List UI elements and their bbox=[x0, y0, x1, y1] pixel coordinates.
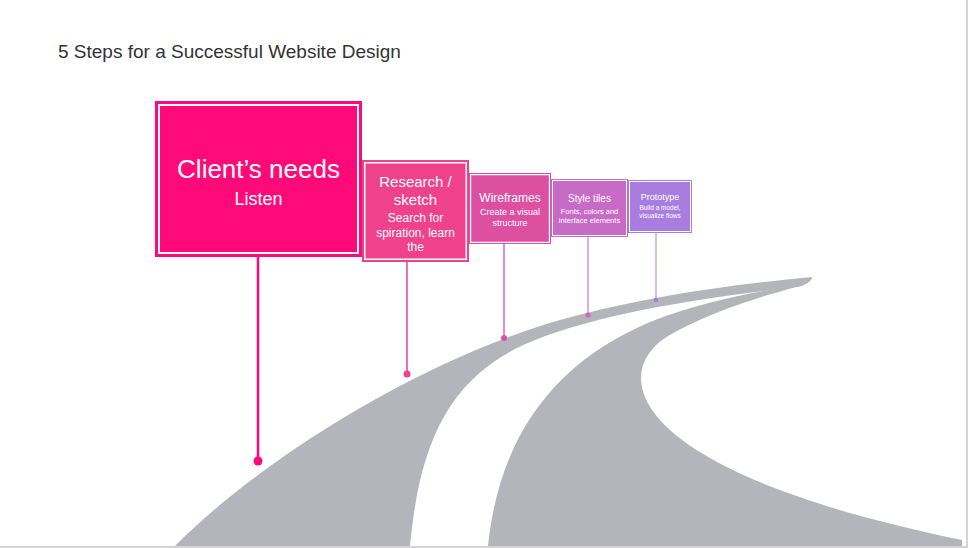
step-heading: Research / sketch bbox=[368, 173, 463, 209]
post-dot bbox=[501, 335, 507, 341]
step-description: Listen bbox=[162, 189, 355, 211]
step-heading: Prototype bbox=[633, 192, 687, 203]
post-dot bbox=[654, 298, 659, 303]
step-sign: WireframesCreate a visual structure bbox=[469, 173, 551, 244]
sign-post bbox=[587, 236, 588, 315]
sign-post bbox=[503, 243, 504, 338]
post-dot bbox=[404, 371, 411, 378]
sign-post bbox=[257, 256, 260, 461]
step-sign: Style tilesFonts, colors and interface e… bbox=[551, 179, 628, 237]
step-heading: Wireframes bbox=[474, 191, 546, 205]
step-description: Create a visual structure bbox=[474, 207, 546, 229]
sign-post bbox=[406, 252, 408, 374]
road-right-lane bbox=[488, 284, 962, 546]
step-description: Build a model, visualize flows bbox=[633, 204, 687, 220]
step-heading: Style tiles bbox=[556, 193, 623, 205]
step-heading: Client’s needs bbox=[162, 154, 355, 185]
diagram-title: 5 Steps for a Successful Website Design bbox=[58, 41, 401, 63]
step-sign: PrototypeBuild a model, visualize flows bbox=[628, 180, 692, 233]
sign-posts bbox=[254, 232, 659, 466]
step-description: Fonts, colors and interface elements bbox=[556, 207, 623, 225]
post-dot bbox=[254, 457, 263, 466]
step-description: Search for spiration, learn the bbox=[368, 211, 463, 254]
step-sign: Client’s needsListen bbox=[155, 101, 362, 257]
sign-post bbox=[656, 232, 657, 300]
post-dot bbox=[585, 312, 590, 317]
step-sign: Research / sketchSearch for spiration, l… bbox=[362, 160, 469, 262]
